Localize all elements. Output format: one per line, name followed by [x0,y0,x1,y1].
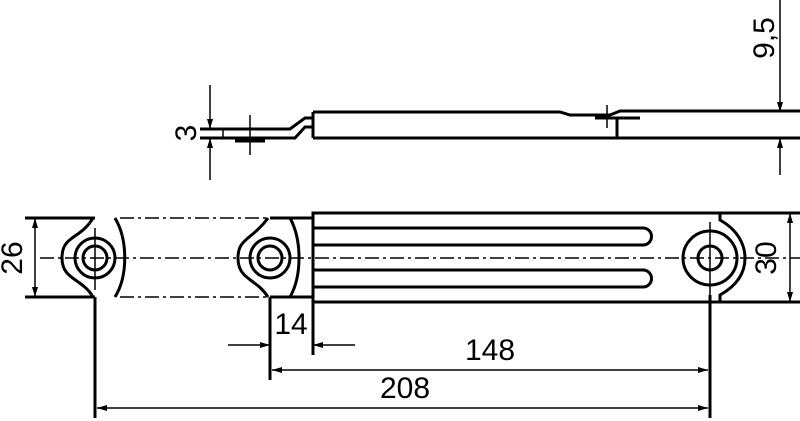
dimension-208: 208 [380,372,430,405]
side-view: 3 9,5 [170,0,800,180]
dimension-9-5: 9,5 [748,17,781,59]
top-view: 26 30 14 148 208 [0,211,800,418]
dimension-30: 30 [750,241,783,274]
dimension-14: 14 [274,308,307,341]
dimension-3: 3 [170,125,203,142]
dimension-148: 148 [465,334,515,367]
dimension-26: 26 [0,241,29,274]
